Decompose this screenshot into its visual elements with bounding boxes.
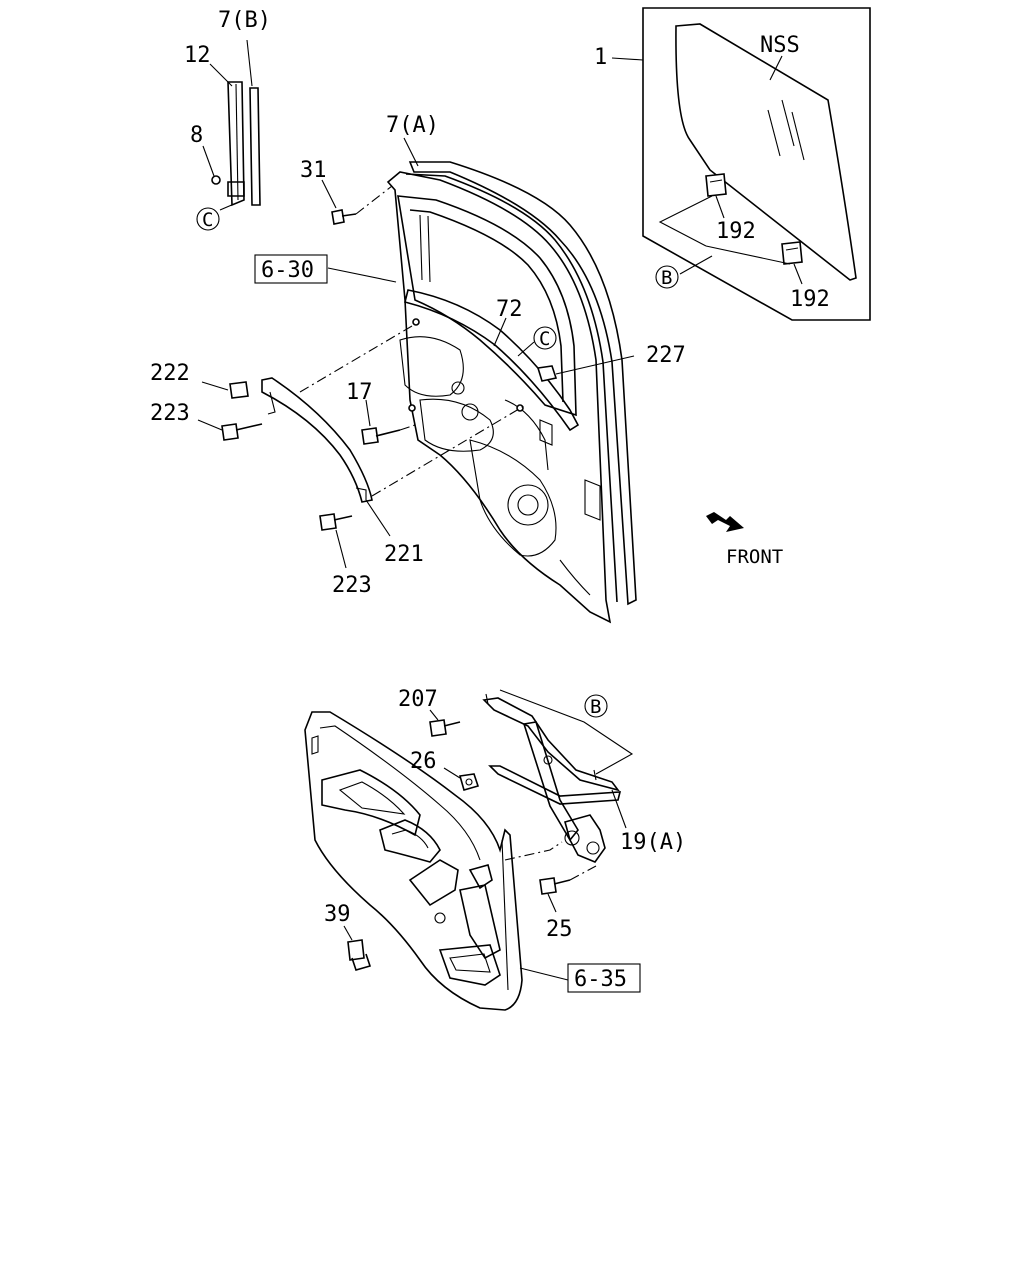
leader-6-35	[519, 967, 569, 981]
callout-221: 221	[384, 542, 424, 567]
circle-c-mid	[533, 326, 557, 350]
bolt-223-b	[319, 513, 353, 569]
screw-25	[539, 865, 597, 913]
ref-box-6-30	[254, 254, 328, 284]
callout-7b: 7(B)	[218, 8, 271, 33]
window-regulator-19a	[482, 689, 634, 863]
door-trim-panel	[304, 711, 563, 1011]
cap-222	[229, 381, 249, 399]
callout-nss: NSS	[760, 33, 800, 58]
leader-227	[555, 355, 635, 375]
callout-26: 26	[410, 749, 437, 774]
bolt-223-a	[197, 419, 263, 441]
clip-227	[536, 365, 558, 382]
circle-c-top	[196, 207, 220, 231]
leader-222	[201, 381, 229, 391]
callout-223-a: 223	[150, 401, 190, 426]
callout-227: 227	[646, 343, 686, 368]
callout-b-low: B	[590, 696, 601, 718]
ref-box-6-35	[567, 963, 641, 993]
circle-b-top	[655, 265, 679, 289]
callout-223-b: 223	[332, 573, 372, 598]
front-label: FRONT	[726, 546, 783, 568]
callout-c-mid: C	[539, 328, 550, 350]
leader-c-mid	[517, 341, 535, 357]
front-arrow-icon	[706, 512, 744, 532]
leader-7a	[403, 137, 419, 167]
callout-25: 25	[546, 917, 573, 942]
nut-26	[443, 767, 480, 791]
callout-b-top: B	[661, 267, 672, 289]
callout-c-top: C	[202, 209, 213, 231]
handle-39	[343, 925, 372, 971]
leader-6-30	[327, 267, 397, 283]
callout-72: 72	[496, 297, 523, 322]
callout-17: 17	[346, 380, 373, 405]
door-inner-panel	[386, 161, 637, 624]
glass-detail-box	[611, 7, 871, 321]
callout-192-b: 192	[790, 287, 830, 312]
bolt-207	[429, 709, 461, 737]
guide-rail-221	[261, 325, 525, 503]
callout-1: 1	[594, 45, 607, 70]
callout-6-30[interactable]: 6-30	[261, 258, 314, 283]
callout-39: 39	[324, 902, 351, 927]
circle-b-low	[584, 694, 608, 718]
callout-12: 12	[184, 43, 211, 68]
bolt-31	[321, 179, 393, 225]
bolt-17	[361, 399, 419, 445]
callout-7a: 7(A)	[386, 113, 439, 138]
callout-8: 8	[190, 123, 203, 148]
leader-72	[493, 317, 507, 347]
leader-221	[365, 499, 391, 537]
callout-222: 222	[150, 361, 190, 386]
callout-19a: 19(A)	[620, 830, 686, 855]
callout-6-35[interactable]: 6-35	[574, 967, 627, 992]
callout-192-a: 192	[716, 219, 756, 244]
callout-207: 207	[398, 687, 438, 712]
callout-31: 31	[300, 158, 327, 183]
channel-assembly	[202, 39, 261, 211]
